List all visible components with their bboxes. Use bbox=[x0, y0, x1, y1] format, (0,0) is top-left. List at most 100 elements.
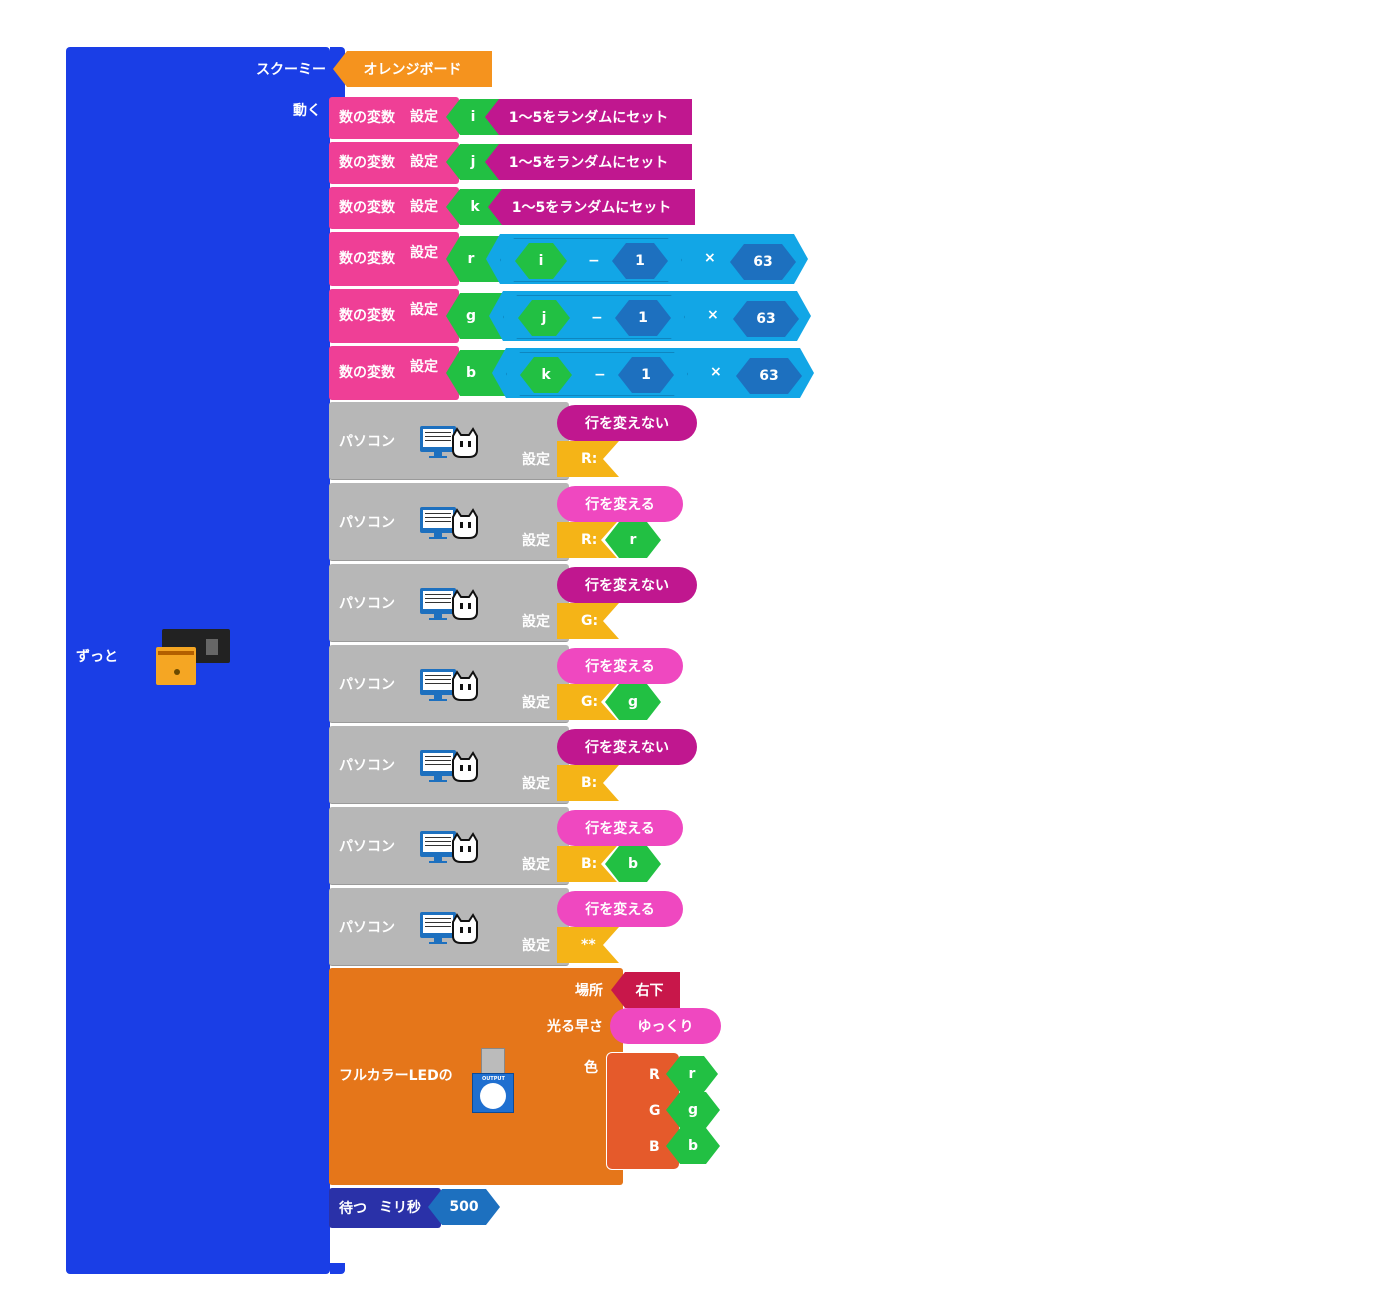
times-operator: × bbox=[704, 250, 716, 266]
print-var-slot[interactable]: b bbox=[605, 846, 661, 882]
set-var-label: 数の変数 bbox=[339, 200, 395, 216]
set-var-block-g[interactable]: 数の変数 設定 bbox=[329, 289, 459, 343]
g-label: G bbox=[649, 1103, 661, 1119]
print-text-slot[interactable]: G: bbox=[557, 603, 619, 639]
b-value: b bbox=[687, 1138, 699, 1154]
number-value: 63 bbox=[756, 311, 776, 327]
print-text-slot[interactable]: R: bbox=[557, 441, 619, 477]
wait-value: 500 bbox=[449, 1199, 479, 1215]
set-var-block-r[interactable]: 数の変数 設定 bbox=[329, 232, 459, 286]
set-var-label: 数の変数 bbox=[339, 365, 395, 381]
random-block-k[interactable]: 1〜5をランダムにセット bbox=[488, 189, 695, 225]
pc-label: パソコン bbox=[339, 434, 395, 450]
place-label: 場所 bbox=[575, 983, 603, 999]
newline-option[interactable]: 行を変えない bbox=[557, 567, 697, 603]
set-var-block-k[interactable]: 数の変数 設定 bbox=[329, 187, 459, 229]
times-operator: × bbox=[707, 307, 719, 323]
g-value: g bbox=[687, 1102, 699, 1118]
random-label: 1〜5をランダムにセット bbox=[508, 110, 669, 126]
board-label: スクーミー bbox=[256, 62, 326, 78]
set-label: 設定 bbox=[410, 109, 438, 125]
print-var-slot[interactable]: r bbox=[605, 522, 661, 558]
print-text: G: bbox=[581, 613, 599, 629]
set-var-block-b[interactable]: 数の変数 設定 bbox=[329, 346, 459, 400]
random-block-j[interactable]: 1〜5をランダムにセット bbox=[485, 144, 692, 180]
pc-print-block[interactable]: パソコン 設定 bbox=[329, 888, 569, 966]
pc-label: パソコン bbox=[339, 677, 395, 693]
var-name: r bbox=[467, 251, 475, 267]
forever-block[interactable]: ずっと スクーミー 動く bbox=[66, 47, 330, 1274]
var-name: k bbox=[470, 199, 480, 215]
board-select-value: オレンジボード bbox=[363, 62, 462, 78]
operand-name: j bbox=[541, 310, 547, 326]
wait-block[interactable]: 待つ ミリ秒 bbox=[329, 1188, 441, 1228]
pc-print-block[interactable]: パソコン 設定 bbox=[329, 483, 569, 561]
minus-operator: − bbox=[594, 367, 606, 383]
pc-set-label: 設定 bbox=[522, 614, 550, 630]
set-label: 設定 bbox=[410, 245, 438, 261]
pc-set-label: 設定 bbox=[522, 452, 550, 468]
set-var-block-i[interactable]: 数の変数 設定 bbox=[329, 97, 459, 139]
print-var-slot[interactable]: g bbox=[605, 684, 661, 720]
newline-label: 行を変える bbox=[585, 902, 655, 918]
speed-value: ゆっくり bbox=[637, 1019, 694, 1035]
pc-set-label: 設定 bbox=[522, 857, 550, 873]
newline-option[interactable]: 行を変えない bbox=[557, 405, 697, 441]
random-label: 1〜5をランダムにセット bbox=[508, 155, 669, 171]
set-label: 設定 bbox=[410, 199, 438, 215]
move-label: 動く bbox=[293, 103, 321, 119]
newline-option[interactable]: 行を変える bbox=[557, 486, 683, 522]
newline-option[interactable]: 行を変える bbox=[557, 891, 683, 927]
minus-operator: − bbox=[588, 253, 600, 269]
var-name: g bbox=[465, 308, 477, 324]
module-text: OUTPUT bbox=[482, 1076, 505, 1082]
number-value: 63 bbox=[759, 368, 779, 384]
newline-option[interactable]: 行を変える bbox=[557, 810, 683, 846]
computer-cat-icon bbox=[420, 831, 478, 863]
pc-set-label: 設定 bbox=[522, 695, 550, 711]
pc-set-label: 設定 bbox=[522, 938, 550, 954]
print-text-slot[interactable]: ** bbox=[557, 927, 619, 963]
computer-cat-icon bbox=[420, 669, 478, 701]
number-63[interactable]: 63 bbox=[736, 358, 802, 394]
pc-label: パソコン bbox=[339, 596, 395, 612]
print-text: ** bbox=[581, 937, 596, 953]
pc-set-label: 設定 bbox=[522, 776, 550, 792]
newline-label: 行を変える bbox=[585, 659, 655, 675]
computer-cat-icon bbox=[420, 426, 478, 458]
led-module-icon: OUTPUT bbox=[472, 1048, 514, 1113]
pc-print-block[interactable]: パソコン 設定 bbox=[329, 564, 569, 642]
wait-label: 待つ bbox=[339, 1201, 367, 1217]
pc-label: パソコン bbox=[339, 515, 395, 531]
set-var-label: 数の変数 bbox=[339, 308, 395, 324]
pc-label: パソコン bbox=[339, 920, 395, 936]
number-63[interactable]: 63 bbox=[730, 244, 796, 280]
board-select[interactable]: オレンジボード bbox=[333, 51, 492, 87]
print-text: R: bbox=[581, 532, 598, 548]
print-var: g bbox=[627, 694, 639, 710]
random-block-i[interactable]: 1〜5をランダムにセット bbox=[485, 99, 692, 135]
pc-print-block[interactable]: パソコン 設定 bbox=[329, 807, 569, 885]
print-text: B: bbox=[581, 856, 598, 872]
speed-select[interactable]: ゆっくり bbox=[610, 1008, 721, 1044]
number-value: 63 bbox=[753, 254, 773, 270]
print-text: G: bbox=[581, 694, 599, 710]
computer-cat-icon bbox=[420, 912, 478, 944]
wait-ms-input[interactable]: 500 bbox=[428, 1189, 500, 1225]
pc-print-block[interactable]: パソコン 設定 bbox=[329, 402, 569, 480]
set-label: 設定 bbox=[410, 302, 438, 318]
newline-option[interactable]: 行を変える bbox=[557, 648, 683, 684]
pc-label: パソコン bbox=[339, 758, 395, 774]
number-63[interactable]: 63 bbox=[733, 301, 799, 337]
pc-set-label: 設定 bbox=[522, 533, 550, 549]
pc-print-block[interactable]: パソコン 設定 bbox=[329, 645, 569, 723]
place-select[interactable]: 右下 bbox=[611, 972, 680, 1008]
print-text-slot[interactable]: B: bbox=[557, 765, 619, 801]
set-var-block-j[interactable]: 数の変数 設定 bbox=[329, 142, 459, 184]
full-color-led-block[interactable]: フルカラーLEDの 場所 光る早さ 色 OUTPUT bbox=[329, 968, 623, 1185]
newline-option[interactable]: 行を変えない bbox=[557, 729, 697, 765]
pc-print-block[interactable]: パソコン 設定 bbox=[329, 726, 569, 804]
set-var-label: 数の変数 bbox=[339, 251, 395, 267]
computer-cat-icon bbox=[420, 507, 478, 539]
operand-name: i bbox=[538, 253, 544, 269]
